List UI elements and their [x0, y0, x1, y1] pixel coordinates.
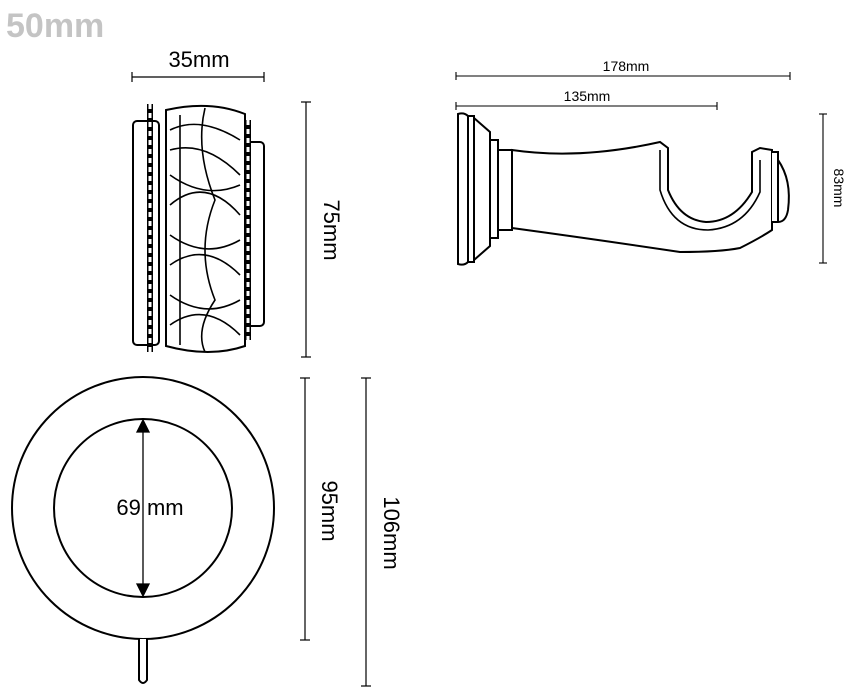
finial-height-label: 75mm — [319, 199, 344, 260]
ring-inner-diameter-label: 69 mm — [116, 495, 183, 520]
bracket-inner-dimension — [455, 102, 718, 110]
finial-drawing — [132, 104, 265, 353]
finial-width-label: 35mm — [168, 47, 229, 72]
finial-height-dimension — [301, 101, 311, 358]
finial-width-dimension — [131, 72, 265, 82]
bracket-drawing — [457, 112, 790, 266]
ring-outer-height-dimension — [300, 377, 310, 641]
bracket-inner-label: 135mm — [564, 88, 611, 104]
ring-inner-diameter-dimension — [135, 418, 151, 598]
ring-overall-height-label: 106mm — [379, 496, 404, 569]
ring-outer-height-label: 95mm — [317, 480, 342, 541]
bracket-total-dimension — [455, 72, 791, 80]
bracket-wall-plate — [457, 112, 475, 266]
ring-eyelet — [138, 639, 148, 684]
finial-braid-body — [165, 104, 246, 353]
finial-braid-pattern — [169, 107, 241, 353]
bracket-height-dimension — [819, 113, 827, 264]
bracket-total-label: 178mm — [603, 58, 650, 74]
page-title: 50mm — [6, 7, 104, 45]
ring-overall-height-dimension — [361, 377, 371, 687]
finial-left-end — [132, 120, 160, 346]
bracket-height-label: 83mm — [831, 169, 847, 208]
bracket-arm — [511, 140, 773, 254]
